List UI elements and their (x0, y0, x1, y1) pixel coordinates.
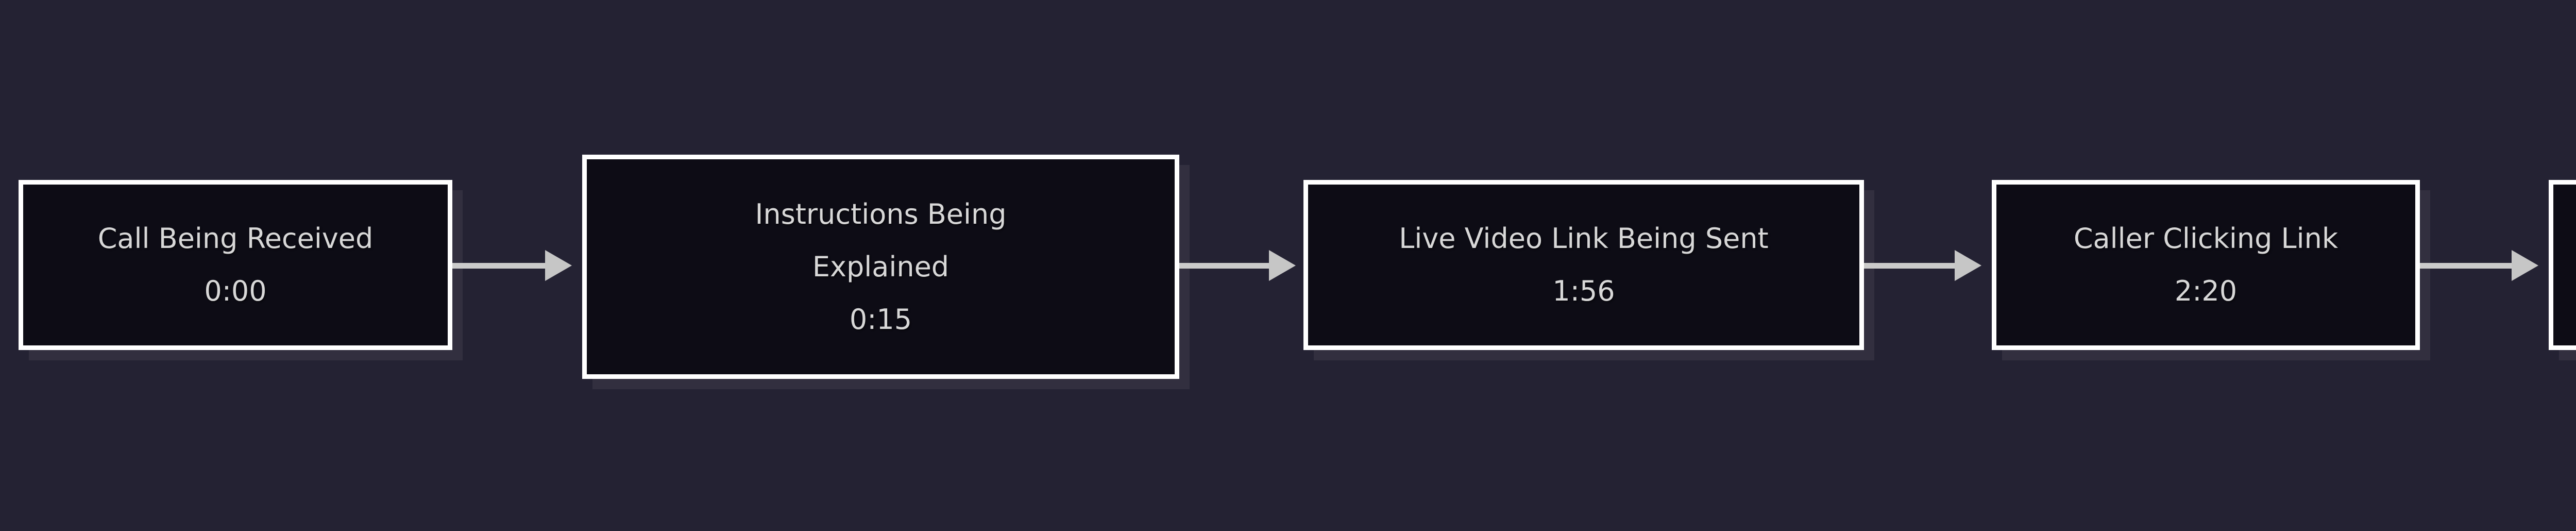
node-label: Explained (812, 250, 950, 283)
arrow-shaft (2420, 262, 2512, 269)
node-label: Caller Clicking Link (2073, 222, 2338, 255)
flow-arrow-1-icon (452, 250, 572, 281)
arrow-shaft (452, 262, 545, 269)
arrow-head-icon (545, 250, 572, 281)
node-label: Call Being Received (97, 222, 374, 255)
flow-node-call-being-received[interactable]: Call Being Received 0:00 (19, 180, 452, 350)
node-label: Live Video Link Being Sent (1399, 222, 1769, 255)
node-timestamp: 2:20 (2174, 275, 2238, 307)
arrow-head-icon (1955, 250, 1981, 281)
flow-arrow-3-icon (1864, 250, 1981, 281)
flow-arrow-4-icon (2420, 250, 2538, 281)
node-timestamp: 0:15 (849, 303, 912, 336)
node-timestamp: 1:56 (1552, 275, 1615, 307)
node-timestamp: 0:00 (204, 275, 267, 307)
flow-node-caller-granting-permission[interactable]: Caller Granting Permission 2:30 (2549, 180, 2576, 350)
flow-node-live-video-link-being-sent[interactable]: Live Video Link Being Sent 1:56 (1303, 180, 1864, 350)
flow-arrow-2-icon (1179, 250, 1296, 281)
arrow-shaft (1864, 262, 1955, 269)
arrow-head-icon (2512, 250, 2538, 281)
arrow-head-icon (1269, 250, 1296, 281)
arrow-shaft (1179, 262, 1269, 269)
flow-node-caller-clicking-link[interactable]: Caller Clicking Link 2:20 (1992, 180, 2420, 350)
flow-node-instructions-being-explained[interactable]: Instructions Being Explained 0:15 (582, 155, 1179, 379)
node-label: Instructions Being (755, 197, 1007, 230)
